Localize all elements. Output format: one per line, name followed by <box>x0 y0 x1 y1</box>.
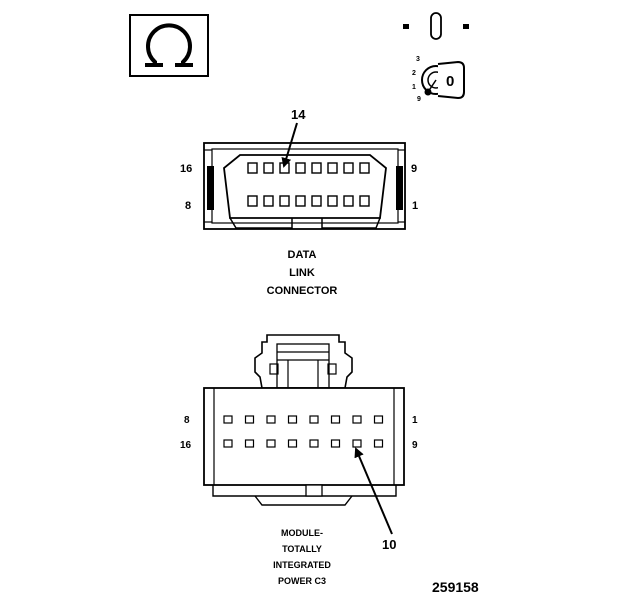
ignition-position-1: 1 <box>412 84 416 91</box>
dlc-bottom-pin-2 <box>263 195 274 207</box>
tipm-c3-connector: 8 1 16 9 10 <box>180 334 418 552</box>
tipm-bottom-pin-6 <box>330 439 341 448</box>
dlc-callout-14: 14 <box>291 107 306 122</box>
tipm-top-pin-3 <box>266 415 276 424</box>
dlc-top-pin-6 <box>327 162 338 174</box>
tipm-top-pin-1 <box>223 415 233 424</box>
tipm-caption-line-1: MODULE- <box>281 528 323 538</box>
dlc-caption: DATA LINK CONNECTOR <box>252 246 352 300</box>
ignition-position-3: 3 <box>416 56 420 63</box>
dlc-bottom-pin-6 <box>327 195 338 207</box>
dlc-caption-line-2: LINK <box>289 267 315 279</box>
tipm-top-pin-7 <box>352 415 362 424</box>
tipm-bottom-pin-4 <box>287 439 298 448</box>
data-link-connector: 16 9 8 1 14 <box>180 107 418 230</box>
tipm-top-pin-8 <box>373 415 384 424</box>
dlc-bottom-pin-8 <box>359 195 370 207</box>
dlc-caption-line-3: CONNECTOR <box>266 285 338 297</box>
dlc-caption-line-1: DATA <box>287 249 317 261</box>
tipm-bottom-pin-2 <box>244 439 255 448</box>
tipm-pin-label-9: 9 <box>412 440 418 451</box>
dlc-pin-label-1: 1 <box>412 200 418 212</box>
dlc-top-pin-5 <box>311 162 322 174</box>
tipm-bottom-pin-3 <box>266 439 276 448</box>
tipm-caption-line-4: POWER C3 <box>277 576 326 586</box>
ohm-icon <box>129 14 209 77</box>
dlc-top-pin-7 <box>343 162 354 174</box>
tipm-bottom-pin-8 <box>373 439 384 448</box>
tipm-bottom-pin-5 <box>309 439 319 448</box>
tipm-caption-line-2: TOTALLY <box>282 544 322 554</box>
dlc-bottom-pin-1 <box>247 195 258 207</box>
ignition-position-9: 9 <box>417 96 421 103</box>
tipm-top-pin-2 <box>244 415 255 424</box>
tipm-top-pin-6 <box>330 415 341 424</box>
dlc-bottom-pin-5 <box>311 195 322 207</box>
dlc-bottom-pin-3 <box>279 195 290 207</box>
tipm-bottom-pin-1 <box>223 439 233 448</box>
tipm-callout-10: 10 <box>382 537 396 552</box>
ignition-key-label: 0 <box>446 73 454 90</box>
dlc-bottom-pin-7 <box>343 195 354 207</box>
tipm-caption: MODULE- TOTALLY INTEGRATED POWER C3 <box>250 525 354 589</box>
tipm-callout-arrow <box>354 447 393 535</box>
dlc-top-pin-8 <box>359 162 370 174</box>
dlc-callout-arrow <box>281 122 298 168</box>
tipm-pin-label-16: 16 <box>180 440 192 451</box>
dlc-pin-label-16: 16 <box>180 163 192 175</box>
dlc-pin-label-9: 9 <box>411 163 417 175</box>
tipm-bottom-pin-7 <box>352 439 362 448</box>
dlc-top-pin-1 <box>247 162 258 174</box>
tipm-top-pin-4 <box>287 415 298 424</box>
tipm-top-pin-5 <box>309 415 319 424</box>
tipm-caption-line-3: INTEGRATED <box>273 560 331 570</box>
dlc-top-pin-2 <box>263 162 274 174</box>
tipm-pins <box>223 415 384 448</box>
figure-id: 259158 <box>432 579 479 595</box>
tipm-pin-label-8: 8 <box>184 415 190 426</box>
ignition-position-2: 2 <box>412 70 416 77</box>
dlc-top-pin-4 <box>295 162 306 174</box>
tipm-pin-label-1: 1 <box>412 415 418 426</box>
dlc-pin-label-8: 8 <box>185 200 191 212</box>
dlc-bottom-pin-4 <box>295 195 306 207</box>
ignition-key-off-icon: 3 2 1 9 0 <box>403 12 469 103</box>
